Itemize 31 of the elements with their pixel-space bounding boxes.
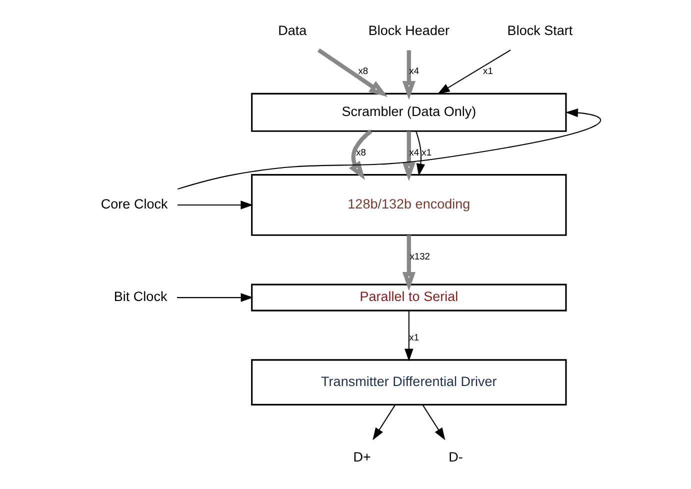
node-box: Parallel to Serial (250, 284, 566, 312)
arrow (372, 404, 396, 440)
arrow (415, 131, 425, 176)
node-text: D+ (352, 449, 370, 464)
arrow (402, 131, 415, 181)
edge-label: x8 (356, 147, 366, 158)
arrow (402, 50, 415, 100)
node-box: Transmitter Differential Driver (250, 359, 566, 406)
edge-label: x1 (421, 147, 432, 158)
edge-label: x1 (482, 66, 492, 76)
node-box: 128b/132b encoding (250, 174, 566, 236)
arrow (316, 48, 388, 97)
edge-label: x4 (408, 147, 419, 158)
edge-label: x4 (408, 66, 419, 76)
edge-label: x8 (358, 66, 368, 76)
arrow (348, 130, 372, 180)
arrow (176, 293, 253, 302)
node-text: Bit Clock (113, 289, 167, 304)
arrow (422, 404, 445, 440)
arrow (402, 235, 415, 291)
arrow (436, 50, 510, 94)
node-box: Scrambler (Data Only) (250, 92, 566, 132)
arrow (176, 108, 600, 190)
node-text: Data (278, 22, 306, 38)
edge-label: x132 (409, 251, 430, 262)
arrow (404, 310, 413, 362)
arrow (177, 200, 253, 210)
node-text: Block Start (506, 22, 572, 38)
node-text: D- (448, 449, 462, 464)
node-text: Block Header (368, 22, 449, 38)
node-text: Core Clock (100, 196, 168, 212)
